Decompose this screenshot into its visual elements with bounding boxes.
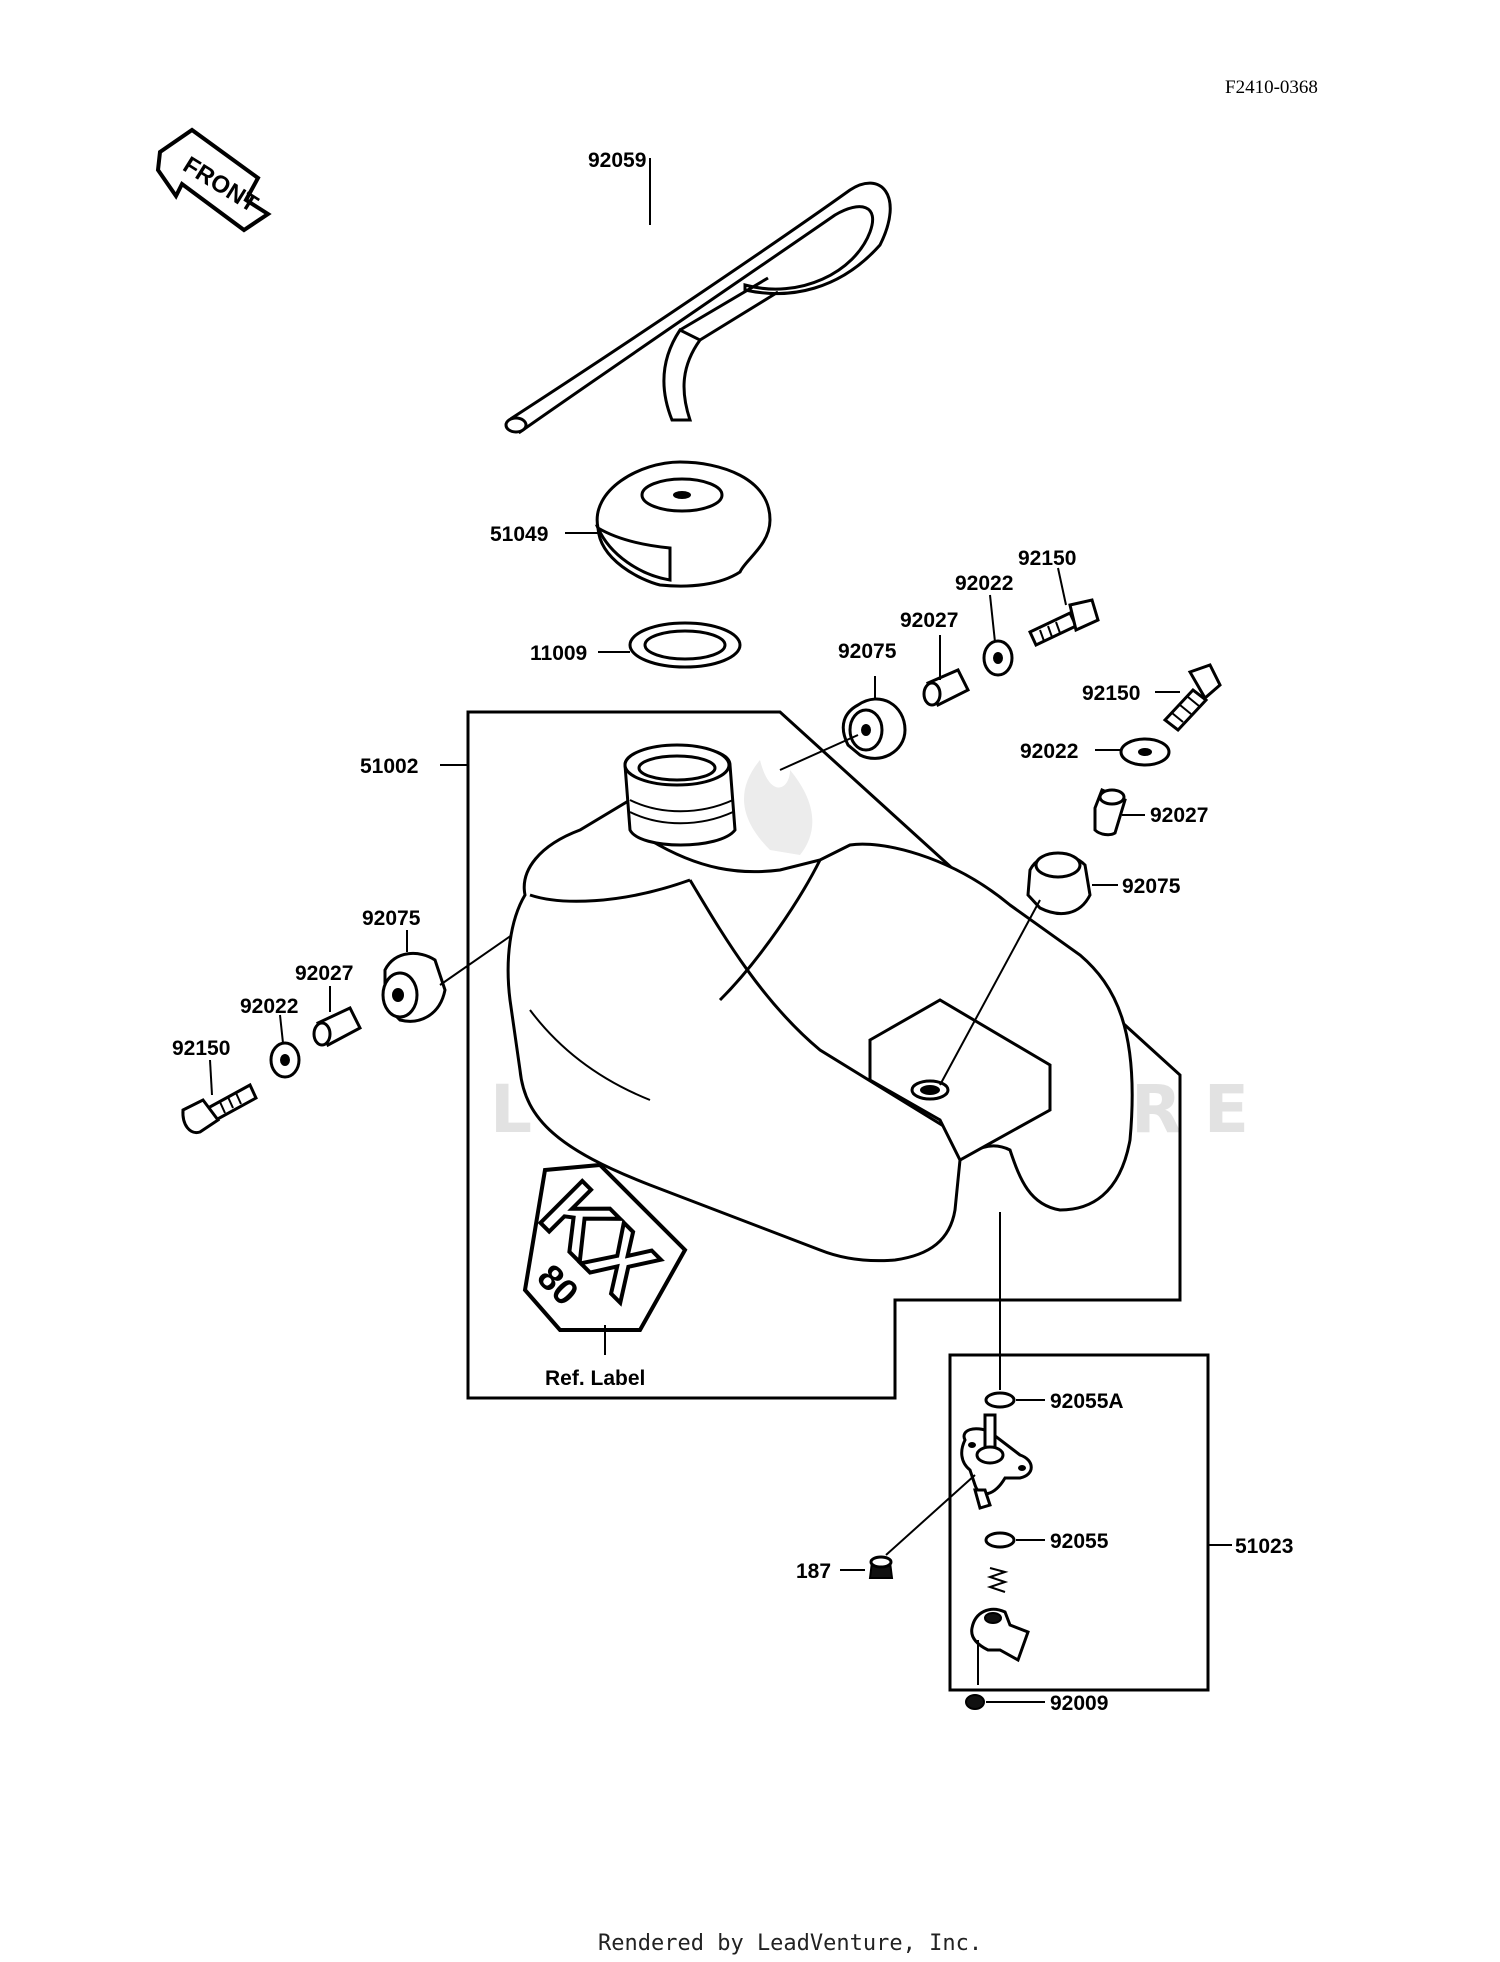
- part-oring-a-label: 92055A: [1050, 1390, 1124, 1413]
- footer-credit: Rendered by LeadVenture, Inc.: [598, 1931, 982, 1956]
- washer-b: [1119, 737, 1171, 767]
- part-washer-c-label: 92022: [240, 995, 298, 1018]
- screw-187: [868, 1555, 894, 1579]
- spring: [986, 1567, 1009, 1593]
- oring-b: [984, 1531, 1016, 1549]
- oring-a: [984, 1391, 1016, 1409]
- collar-b: [1093, 788, 1127, 837]
- grommet-c: [381, 951, 447, 1023]
- breather-hose: [504, 158, 892, 435]
- part-hose-label: 92059: [588, 149, 646, 172]
- fuel-cap: [594, 460, 772, 588]
- part-bolt-b-label: 92150: [1082, 682, 1140, 705]
- diagram-code: F2410-0368: [1225, 77, 1318, 98]
- bolt-c: [181, 1082, 258, 1135]
- washer-c: [269, 1041, 301, 1079]
- lever-assembly: [970, 1607, 1030, 1685]
- collar-c: [312, 1006, 362, 1048]
- part-washer-b-label: 92022: [1020, 740, 1078, 763]
- part-oring-b-label: 92055: [1050, 1530, 1109, 1553]
- grommet-b: [1026, 851, 1092, 916]
- collar-a: [922, 668, 971, 708]
- kx80-decal: KX 80: [521, 1162, 688, 1332]
- fuel-cock: [960, 1413, 1033, 1510]
- part-gasket-label: 11009: [530, 642, 587, 665]
- part-screw-187-label: 187: [796, 1560, 831, 1583]
- part-collar-b-label: 92027: [1150, 804, 1208, 827]
- bolt-a: [1028, 598, 1100, 648]
- part-screw-92009-label: 92009: [1050, 1692, 1108, 1715]
- part-bolt-a-label: 92150: [1018, 547, 1076, 570]
- part-grommet-b-label: 92075: [1122, 875, 1181, 898]
- part-tank-label: 51002: [360, 755, 418, 778]
- part-cap-label: 51049: [490, 523, 548, 546]
- front-arrow-icon: FRONT: [155, 127, 272, 233]
- fuel-cock-group-outline: [948, 1353, 1210, 1692]
- fuel-tank: [506, 743, 1134, 1263]
- part-collar-c-label: 92027: [295, 962, 353, 985]
- part-bolt-c-label: 92150: [172, 1037, 230, 1060]
- cap-gasket: [628, 621, 742, 669]
- washer-a: [982, 639, 1014, 677]
- bolt-b: [1162, 663, 1222, 733]
- tank-group-outline: [466, 710, 1182, 1400]
- grommet-a: [841, 697, 907, 760]
- ref-label: Ref. Label: [545, 1367, 645, 1390]
- screw-92009: [965, 1694, 985, 1710]
- part-fuel-cock-label: 51023: [1235, 1535, 1293, 1558]
- part-washer-a-label: 92022: [955, 572, 1013, 595]
- part-collar-a-label: 92027: [900, 609, 958, 632]
- part-grommet-a-label: 92075: [838, 640, 897, 663]
- part-grommet-c-label: 92075: [362, 907, 421, 930]
